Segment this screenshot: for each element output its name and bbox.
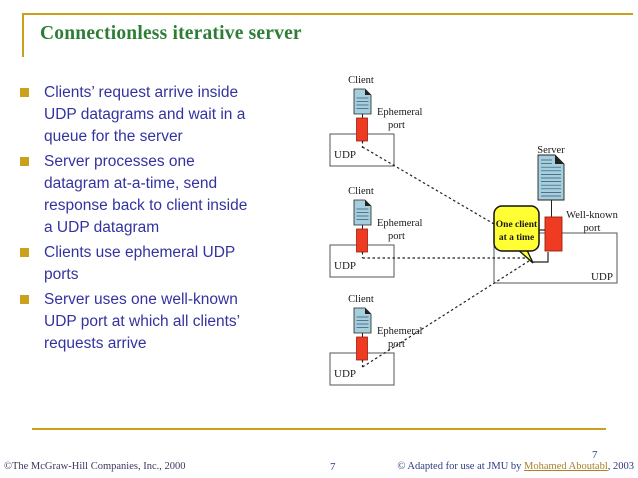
list-item: Server processes one datagram at-a-time,… [20, 151, 312, 239]
bullet-text: Server processes one datagram at-a-time,… [44, 153, 248, 236]
document-fold-icon [365, 89, 371, 95]
callout-text: One client [496, 220, 538, 230]
udp-label: UDP [334, 368, 356, 380]
bullet-list: Clients’ request arrive inside UDP datag… [20, 82, 312, 358]
callout-bubble [493, 205, 540, 252]
ephemeral-port-label: port [388, 231, 405, 242]
copyright-right: © Adapted for use at JMU by Mohamed Abou… [397, 461, 634, 472]
bullet-square-icon [20, 248, 29, 257]
well-known-port-label: Well-known [566, 210, 618, 221]
document-fold-icon [365, 200, 371, 206]
ephemeral-port-shape [356, 117, 368, 142]
ephemeral-port-label: port [388, 120, 405, 131]
ephemeral-port-shape [356, 336, 368, 361]
well-known-port-label: port [584, 223, 601, 234]
list-item: Server uses one well-known UDP port at w… [20, 289, 312, 355]
page-number-right: 7 [592, 449, 598, 461]
client-group-1: Client Ephemeral port UDP [329, 75, 423, 167]
bullet-square-icon [20, 295, 29, 304]
callout-text: at a time [499, 233, 534, 243]
adapted-suffix: , 2003 [607, 461, 634, 472]
server-label: Server [537, 145, 565, 156]
udp-label: UDP [591, 271, 613, 283]
footer-rule [32, 428, 606, 430]
datagram-path-client3 [362, 258, 533, 368]
ephemeral-port-label: port [388, 339, 405, 350]
title-rule-top [22, 13, 633, 15]
document-lines [356, 208, 369, 220]
page-number-center: 7 [330, 461, 336, 473]
page-title: Connectionless iterative server [40, 23, 302, 44]
client-server-diagram: Client Ephemeral port UDP Client [329, 75, 619, 386]
ephemeral-port-shape [356, 228, 368, 253]
list-item: Clients’ request arrive inside UDP datag… [20, 82, 312, 148]
bullet-square-icon [20, 157, 29, 166]
udp-label: UDP [334, 260, 356, 272]
author-link[interactable]: Mohamed Aboutabl [524, 461, 608, 472]
arrival-to-port-connector [533, 252, 549, 263]
bullet-square-icon [20, 88, 29, 97]
list-item: Clients use ephemeral UDP ports [20, 242, 312, 286]
client-label: Client [348, 75, 374, 86]
title-rule-left [22, 13, 24, 57]
client-label: Client [348, 186, 374, 197]
document-lines [356, 97, 369, 109]
adapted-prefix: © Adapted for use at JMU by [397, 461, 525, 472]
copyright-left: ©The McGraw-Hill Companies, Inc., 2000 [4, 461, 186, 472]
document-fold-icon [555, 155, 564, 164]
ephemeral-port-label: Ephemeral [377, 107, 423, 118]
document-fold-icon [365, 308, 371, 314]
bullet-text: Server uses one well-known UDP port at w… [44, 291, 241, 352]
client-group-2: Client Ephemeral port UDP [329, 186, 423, 278]
datagram-path-client1 [362, 146, 495, 225]
ephemeral-port-label: Ephemeral [377, 326, 423, 337]
one-client-callout: One client at a time [493, 205, 549, 264]
document-lines [541, 159, 561, 197]
client-label: Client [348, 294, 374, 305]
udp-label: UDP [334, 149, 356, 161]
bullet-text: Clients use ephemeral UDP ports [44, 244, 236, 283]
document-lines [356, 316, 369, 328]
datagram-paths [362, 146, 533, 368]
bullet-text: Clients’ request arrive inside UDP datag… [44, 84, 246, 145]
client-group-3: Client Ephemeral port UDP [329, 294, 423, 386]
ephemeral-port-label: Ephemeral [377, 218, 423, 229]
well-known-port-shape [544, 216, 563, 252]
